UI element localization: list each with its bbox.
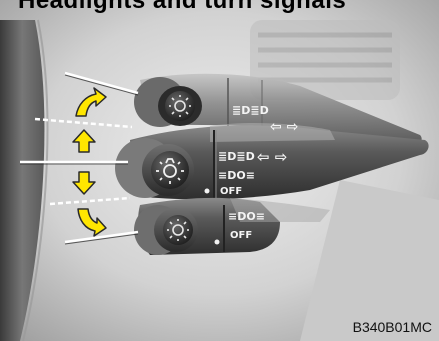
upper-beam-symbol: ≣D≣D — [232, 104, 269, 117]
knob-lower — [163, 215, 193, 245]
knob-upper — [165, 91, 195, 121]
middle-beam-symbol: ≣D≣D — [218, 150, 255, 163]
middle-parking-symbol: ≡DO≡ — [218, 169, 255, 182]
title-strip: Headlights and turn signals — [0, 0, 439, 20]
page-title: Headlights and turn signals — [18, 0, 346, 15]
knob-middle — [151, 151, 189, 189]
lower-off-label: OFF — [230, 230, 252, 241]
middle-turn-symbol: ⇦ ⇨ — [257, 148, 288, 166]
upper-turn-symbol: ⇦ ⇨ — [270, 119, 298, 135]
middle-off-label: OFF — [220, 186, 242, 197]
lower-parking-symbol: ≡DO≡ — [228, 210, 265, 223]
figure-code: B340B01MC — [353, 319, 432, 335]
